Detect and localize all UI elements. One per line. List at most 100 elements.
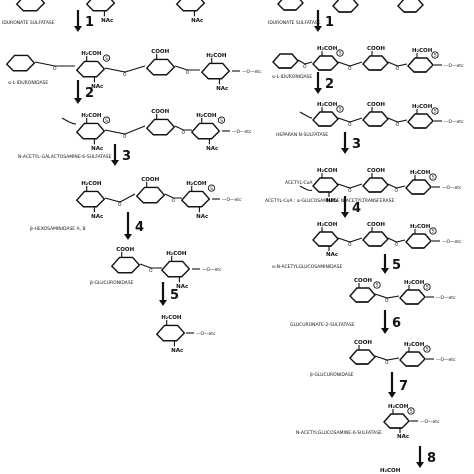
sugar-ring [362,177,389,193]
ring-outline [75,190,106,208]
ring-outline [155,324,186,342]
ring-outline [362,177,389,193]
sulfate-letter: S [376,283,379,289]
ring-outline [312,231,339,247]
oxygen-label: O [172,198,176,204]
left-row3-glca: COOH [145,109,176,136]
arrow-head [111,160,119,166]
oxygen-label: O [395,242,399,248]
substituent-label: H₂COH [404,280,425,286]
ring-outline [349,349,376,365]
substituent-label: COOH [141,177,159,183]
sugar-ring [277,0,304,11]
ring-outline [175,0,206,12]
right-top-residue-3: S [397,0,424,13]
left-step-5: 5 [159,282,179,306]
ring-outline [145,118,176,136]
arrow-head [341,148,349,154]
right-enzyme-5: α-N-ACETYLGLUCOSAMINIDASE [272,264,342,270]
right-enzyme-4: ACETYL-CoA : α-GLUCOSAMINIDE N-ACETYLTRA… [265,198,394,204]
sugar-ring [362,231,389,247]
ring-outline [5,54,36,72]
step-number: 5 [170,288,179,303]
step-number: 4 [352,201,361,216]
right-step-8: 8 [416,446,436,468]
sugar-ring [175,0,206,12]
sulfate-letter: S [105,56,108,62]
sugar-ring [145,58,176,76]
right-enzyme-1: IDURONATE SULFATASE [268,20,321,26]
right-top-residue-1 [277,0,304,11]
sugar-ring [85,0,116,12]
ring-outline [160,260,191,278]
right-cofactor-label: ACETYL-CoA [285,180,313,186]
step-number: 6 [392,316,401,331]
right-step-1: 1 [314,10,334,32]
sulfate-circle [423,283,431,291]
oxygen-label: O [348,66,352,72]
right-step-7: 7 [388,372,408,398]
ring-outline [312,177,339,193]
right-enzyme-6: GLUCURONATE-2-SULFATASE [290,322,355,328]
substituent-label: H₂COH [317,222,338,228]
left-enzyme-4: β-HEXOSAMINIDASE A, B [30,226,86,232]
oxygen-label: O [123,134,127,140]
glycosidic-bond [104,125,146,135]
oxygen-label: O [385,298,389,304]
ring-outline [332,0,359,13]
arrow-head [381,268,389,274]
substituent-label: NAc [196,214,208,220]
etc-label: —O—etc [442,185,462,191]
substituent-label: COOH [367,168,385,174]
right-row2-iduronate [272,53,299,69]
substituent-label: H₂COH [404,342,425,348]
sugar-ring [200,62,231,80]
left-enzyme-1: IDURONATE SULFATASE [2,20,55,26]
right-bottom-h2coh: H₂COH [380,468,401,474]
right-row2-uronic: COOH [362,46,389,71]
substituent-label: NAc [91,214,103,220]
right-row4-glca: COOH [362,168,389,193]
left-pathway-column: SNAcNAcIDURONATE SULFATASE1H₂COHNAcSCOOH… [2,0,262,354]
right-row7-glca: COOH [349,340,376,365]
left-step-2: 2 [74,80,94,104]
substituent-label: H₂COH [166,251,187,257]
substituent-label: H₂COH [317,168,338,174]
ring-outline [15,0,46,12]
arrow-head [416,462,424,468]
oxygen-label: O [53,66,57,72]
sulfate-circle [217,116,226,124]
sugar-ring [349,287,376,303]
oxygen-label: O [396,122,400,128]
glycosidic-bond [104,193,136,203]
ring-outline [75,60,106,78]
etc-label: —O—etc [444,63,464,69]
ring-outline [362,111,389,127]
sulfate-letter: S [339,107,342,113]
etc-label: —O—etc [436,295,456,301]
arrow-head [341,212,349,218]
left-row5-glca: COOH [110,247,141,274]
substituent-label: H₂COH [161,315,182,321]
oxygen-label: O [395,188,399,194]
sulfate-letter: S [220,118,223,124]
substituent-label: H₂COH [206,53,227,59]
sugar-ring [407,113,434,129]
etc-label: —O—etc [202,267,222,273]
substituent-label: COOH [116,247,134,253]
right-enzyme-3: HEPARAN N-SULFATASE [276,132,328,138]
sugar-ring [110,256,141,274]
enzyme-attack-curve [299,185,313,192]
ring-outline [312,111,339,127]
glycosidic-bond [387,61,408,67]
sugar-ring [75,190,106,208]
ring-outline [135,186,166,204]
ring-outline [399,289,426,305]
